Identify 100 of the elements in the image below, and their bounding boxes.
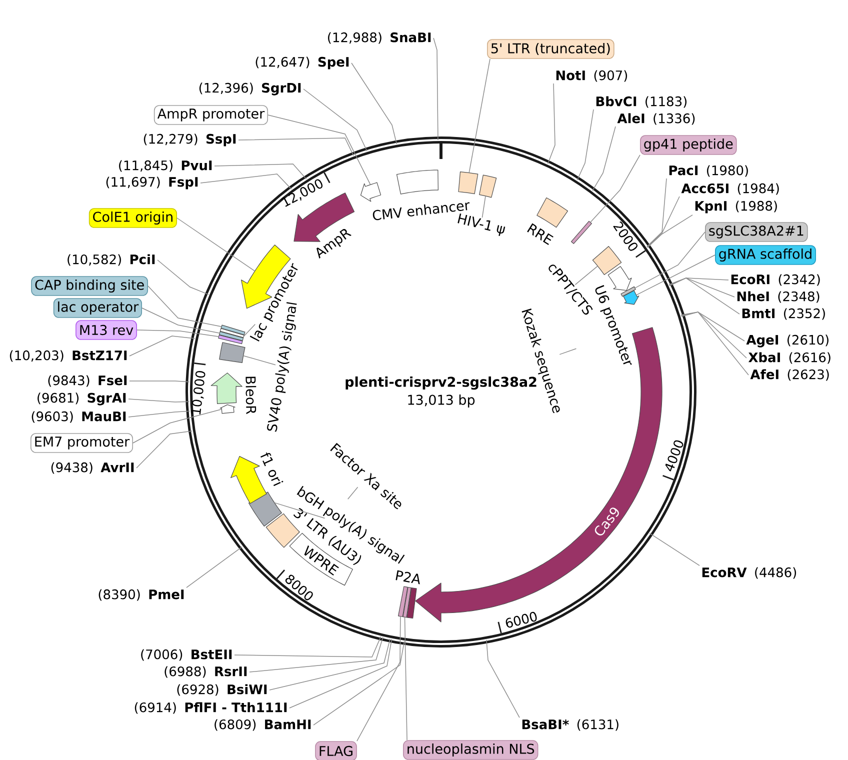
leader-line	[590, 154, 640, 223]
site-label: NotI (907)	[556, 70, 628, 82]
leader-line	[242, 355, 276, 366]
leader-line	[482, 196, 486, 218]
site-label: AgeI (2610)	[746, 334, 828, 348]
site-label: (11,697) FspI	[106, 176, 198, 190]
leader-line	[157, 260, 209, 295]
callout-box: EM7 promoter	[30, 433, 133, 453]
feature-block	[220, 404, 236, 414]
feature-bar	[218, 334, 243, 344]
leader-line	[592, 126, 616, 192]
site-label: (6988) RsrII	[164, 666, 247, 678]
site-label: (12,279) SspI	[144, 134, 236, 146]
callout-box: gp41 peptide	[640, 135, 737, 155]
site-label: AleI (1336)	[617, 113, 695, 125]
leader-line	[186, 546, 242, 588]
feature-label: f1 ori	[260, 452, 284, 486]
site-label: AfeI (2623)	[750, 369, 829, 381]
site-label: (8390) PmeI	[98, 589, 184, 601]
leader-line	[249, 636, 384, 672]
leader-line	[128, 398, 190, 402]
leader-line	[669, 278, 740, 314]
callout-box: ColE1 origin	[88, 208, 177, 228]
site-label: Acc65I (1984)	[681, 183, 779, 195]
site-label: KpnI (1988)	[695, 200, 777, 214]
leader-line	[129, 380, 190, 382]
leader-line	[468, 58, 490, 174]
site-label: (9843) FseI	[48, 375, 127, 387]
feature-block	[623, 290, 640, 305]
site-label: (6914) PflFI - Tth111I	[134, 702, 287, 714]
callout-box: 5' LTR (truncated)	[487, 39, 614, 59]
leader-line	[646, 178, 667, 248]
leader-line	[129, 336, 196, 356]
leader-line	[548, 83, 556, 164]
leader-line	[200, 174, 292, 190]
leader-line	[680, 312, 747, 358]
leader-line	[148, 286, 222, 327]
leader-line	[649, 532, 700, 566]
leader-line	[347, 486, 358, 500]
site-label: (12,647) SpeI	[256, 56, 349, 70]
callout-box: M13 rev	[76, 320, 137, 340]
leader-line	[351, 62, 398, 144]
leader-line	[274, 502, 326, 519]
site-label: (7006) BstEII	[141, 649, 232, 661]
feature-box	[248, 492, 282, 527]
site-label: XbaI (2616)	[748, 352, 830, 364]
site-label: (10,582) PciI	[68, 254, 155, 266]
feature-box	[479, 174, 497, 198]
feature-bar	[220, 324, 246, 336]
feature-label: RRE	[527, 223, 554, 245]
feature-bar	[220, 328, 244, 338]
leader-line	[234, 636, 382, 658]
feature-block	[360, 182, 382, 202]
leader-line	[289, 638, 392, 708]
leader-line	[268, 114, 371, 186]
site-label: (10,203) BstZ17I	[10, 350, 127, 362]
site-label: (6928) BsiWI	[177, 684, 267, 696]
feature-bar	[571, 220, 592, 244]
leader-line	[576, 109, 594, 180]
callout-box: gRNA scaffold	[715, 245, 816, 265]
leader-line	[647, 214, 693, 248]
site-label: (11,845) PvuI	[119, 160, 212, 172]
site-label: (12,396) SgrDI	[199, 82, 301, 96]
callout-box: lac operator	[53, 298, 142, 318]
site-label: (9681) SgrAI	[38, 392, 126, 406]
site-label: EcoRI (2342)	[731, 274, 820, 286]
site-label: (12,988) SnaBI	[328, 32, 431, 44]
leader-line	[559, 348, 577, 355]
leader-line	[238, 138, 354, 156]
site-label: BbvCI (1183)	[596, 96, 687, 108]
leader-line	[214, 164, 307, 180]
leader-line	[128, 410, 190, 418]
leader-line	[136, 430, 192, 468]
leader-line	[634, 232, 706, 288]
site-label: PacI (1980)	[669, 165, 748, 177]
site-label: (9603) MauBI	[32, 411, 126, 423]
callout-box: CAP binding site	[31, 276, 148, 296]
site-label: EcoRV (4486)	[702, 567, 796, 579]
leader-line	[176, 218, 256, 272]
leader-line	[356, 616, 401, 742]
leader-line	[636, 254, 716, 296]
site-label: BmtI (2352)	[742, 308, 825, 320]
feature-label: BleoR	[246, 376, 256, 414]
tick-label: 10,000	[191, 371, 206, 414]
leader-line	[303, 88, 368, 152]
callout-box: FLAG	[315, 741, 357, 760]
feature-bar	[398, 586, 408, 618]
leader-line	[132, 408, 222, 444]
feature-bar	[219, 331, 244, 341]
leader-line	[574, 266, 598, 286]
leader-line	[269, 638, 390, 690]
leader-line	[680, 312, 745, 342]
leader-line	[681, 312, 749, 376]
site-label: (9438) AvrII	[51, 462, 134, 474]
leader-line	[646, 196, 680, 248]
leader-line	[404, 616, 408, 740]
leader-line	[136, 330, 220, 337]
leader-line	[668, 278, 729, 286]
leader-line	[243, 324, 256, 337]
feature-box	[458, 172, 478, 194]
